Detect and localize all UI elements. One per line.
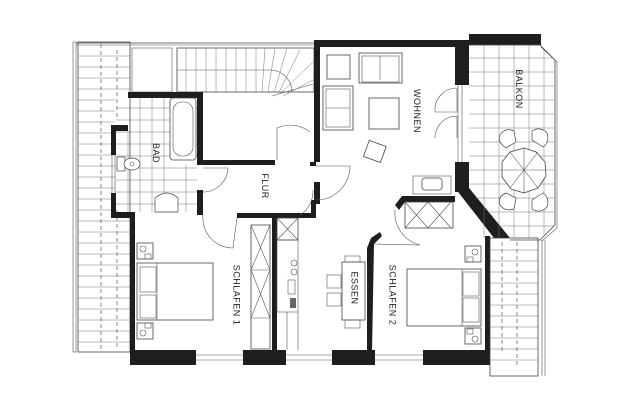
dining-table bbox=[326, 255, 366, 329]
double-bed-2 bbox=[406, 268, 482, 327]
room-label-schlafen-2: SCHLAFEN 2 bbox=[387, 264, 398, 326]
room-label-wohnen: WOHNEN bbox=[412, 89, 422, 133]
bedroom1-furniture bbox=[136, 224, 271, 350]
left-roof-area bbox=[72, 41, 131, 353]
doors bbox=[202, 87, 458, 249]
wardrobe bbox=[250, 224, 271, 350]
sink bbox=[154, 192, 179, 213]
bathroom bbox=[116, 97, 197, 213]
double-bed-1 bbox=[136, 262, 214, 321]
room-label-essen: ESSEN bbox=[349, 271, 360, 305]
room-label-balkon: BALKON bbox=[513, 69, 524, 109]
patio-table bbox=[498, 128, 549, 212]
room-label-schlafen-1: SCHLAFEN 1 bbox=[231, 264, 242, 326]
right-roof-area bbox=[489, 237, 546, 377]
room-label-flur: FLUR bbox=[259, 173, 270, 199]
windows bbox=[111, 85, 463, 361]
bathtub bbox=[169, 97, 197, 161]
room-label-bad: BAD bbox=[151, 142, 162, 164]
staircase bbox=[176, 47, 315, 97]
bedroom2-furniture bbox=[406, 245, 482, 345]
kitchenette bbox=[404, 175, 454, 229]
kitchen-counter bbox=[276, 217, 299, 350]
balcony bbox=[469, 44, 558, 242]
living-room-furniture bbox=[322, 52, 403, 164]
walls bbox=[111, 34, 541, 365]
toilet bbox=[116, 156, 141, 172]
